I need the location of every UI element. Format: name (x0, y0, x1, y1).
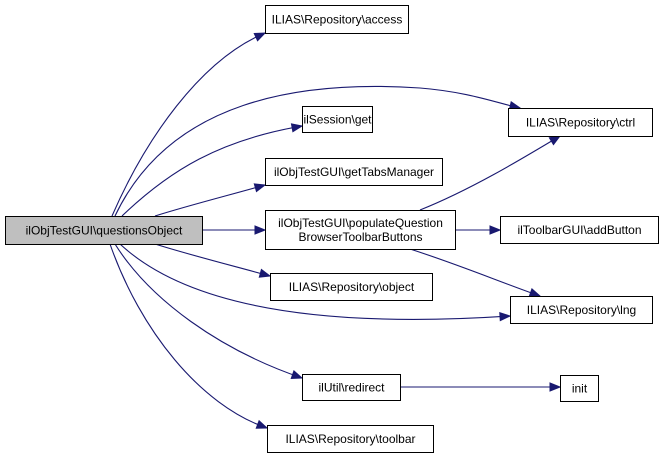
node-label: ilObjTestGUI\questionsObject (26, 224, 183, 238)
node-label: ilObjTestGUI\getTabsManager (274, 165, 434, 179)
node-box (500, 216, 659, 244)
edge-redirect-to-init (400, 382, 562, 392)
edge-populate-to-addButton (455, 225, 502, 235)
node-box (265, 158, 443, 186)
node-redirect[interactable]: ilUtil\redirect (302, 374, 401, 401)
edge-root-to-ctrl (114, 85, 522, 217)
node-box (508, 108, 653, 137)
node-label: ILIAS\Repository\toolbar (285, 432, 415, 446)
edge-line (109, 243, 268, 429)
node-label: ilUtil\redirect (318, 381, 385, 395)
node-label: init (572, 382, 588, 396)
arrowhead-icon (528, 288, 542, 297)
node-box (302, 106, 373, 133)
node-box (5, 216, 203, 245)
arrowhead-icon (290, 123, 304, 133)
edge-line (121, 125, 303, 217)
arrowhead-icon (499, 311, 512, 322)
arrowhead-icon (549, 382, 562, 392)
edge-root-to-lng (119, 243, 512, 322)
node-label: ILIAS\Repository\lng (527, 303, 636, 317)
edge-line (114, 85, 521, 217)
node-box (270, 273, 433, 301)
edge-root-to-access (111, 32, 267, 217)
edge-line (111, 32, 266, 217)
arrowhead-icon (255, 419, 269, 429)
edge-root-to-populate (202, 225, 267, 235)
node-box (302, 374, 401, 401)
node-box (265, 5, 409, 34)
node-lng[interactable]: ILIAS\Repository\lng (510, 296, 653, 324)
nodes-layer: ilObjTestGUI\questionsObjectILIAS\Reposi… (5, 5, 659, 453)
arrowhead-icon (253, 183, 267, 193)
node-box (510, 296, 653, 324)
root-node[interactable]: ilObjTestGUI\questionsObject (5, 216, 203, 245)
arrowhead-icon (254, 225, 267, 235)
edge-line (154, 184, 266, 217)
node-object[interactable]: ILIAS\Repository\object (270, 273, 433, 301)
node-toolbar[interactable]: ILIAS\Repository\toolbar (267, 425, 434, 453)
edge-root-to-redirect (114, 243, 304, 379)
node-addButton[interactable]: ilToolbarGUI\addButton (500, 216, 659, 244)
edge-line (114, 243, 303, 379)
node-populate[interactable]: ilObjTestGUI\populateQuestionBrowserTool… (265, 210, 456, 250)
edges-layer (109, 32, 562, 429)
node-box (560, 375, 599, 402)
node-label: ILIAS\Repository\ctrl (526, 116, 635, 130)
edge-line (154, 243, 271, 277)
node-get[interactable]: ilSession\get (302, 106, 373, 133)
node-access[interactable]: ILIAS\Repository\access (265, 5, 409, 34)
node-ctrl[interactable]: ILIAS\Repository\ctrl (508, 108, 653, 137)
node-label: ILIAS\Repository\access (272, 13, 403, 27)
node-box (267, 425, 434, 453)
node-init[interactable]: init (560, 375, 599, 402)
node-label: ilSession\get (303, 113, 372, 127)
arrowhead-icon (253, 32, 267, 42)
edge-line (419, 135, 561, 211)
arrowhead-icon (258, 268, 272, 278)
node-label: ilToolbarGUI\addButton (517, 223, 641, 237)
edge-root-to-get (121, 123, 304, 217)
edge-line (409, 248, 541, 297)
edge-root-to-tabs (154, 183, 267, 217)
edge-line (119, 243, 511, 320)
node-label: ilObjTestGUI\populateQuestion (278, 216, 443, 230)
node-label: BrowserToolbarButtons (298, 230, 422, 244)
edge-root-to-object (154, 243, 272, 278)
arrowhead-icon (489, 225, 502, 235)
node-box (265, 210, 456, 250)
arrowhead-icon (290, 370, 304, 379)
node-label: ILIAS\Repository\object (289, 280, 415, 294)
node-tabs[interactable]: ilObjTestGUI\getTabsManager (265, 158, 443, 186)
edge-root-to-toolbar (109, 243, 269, 429)
arrowhead-icon (548, 135, 562, 146)
